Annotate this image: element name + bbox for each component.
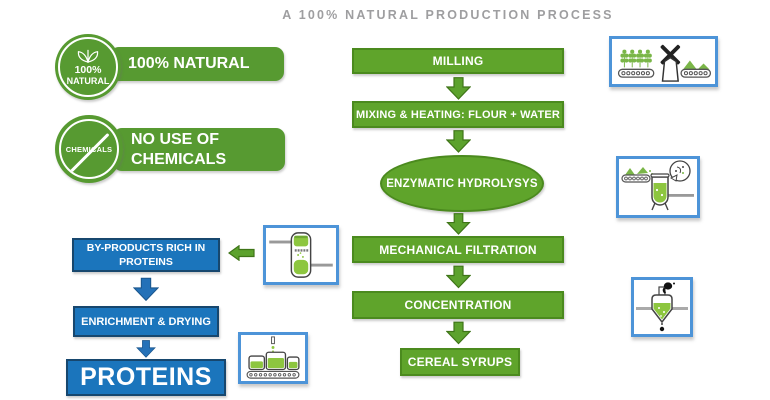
enrichment-label: ENRICHMENT & DRYING (81, 315, 211, 328)
byproducts-label: BY-PRODUCTS RICH IN PROTEINS (86, 241, 206, 268)
evaporator-vessel-icon (631, 277, 693, 337)
proteins-label: PROTEINS (80, 363, 212, 391)
flow-step-label: MIXING & HEATING: FLOUR + WATER (355, 108, 561, 121)
enrichment-drying-box: ENRICHMENT & DRYING (73, 306, 219, 337)
flow-step-enzymatic-hydrolysys: ENZYMATIC HYDROLYSYS (380, 155, 544, 212)
blue-down-arrow-icon (136, 340, 156, 358)
down-arrow-icon (446, 77, 471, 100)
prohibition-slash (68, 132, 110, 175)
blue-down-arrow-icon (133, 277, 159, 302)
down-arrow-icon (446, 213, 471, 235)
no-chemicals-badge-circle: CHEMICALS (55, 115, 123, 183)
flow-step-label: CEREAL SYRUPS (407, 355, 513, 369)
chemicals-circle-text: CHEMICALS (65, 144, 113, 154)
natural-badge-bar: 100% NATURAL (110, 47, 284, 81)
flow-step-label: ENZYMATIC HYDROLYSYS (386, 177, 538, 190)
natural-badge-label: 100% NATURAL (128, 55, 250, 72)
flow-step-mixing-heating: MIXING & HEATING: FLOUR + WATER (352, 101, 564, 128)
hydrolysis-tank-icon (616, 156, 700, 218)
no-chemicals-badge-label: NO USE OF CHEMICALS (131, 130, 227, 168)
natural-badge-circle: 100% NATURAL (55, 34, 121, 100)
natural-circle-line1: 100% (74, 63, 102, 76)
flow-step-milling: MILLING (352, 48, 564, 74)
natural-circle-line2: NATURAL (66, 75, 110, 86)
no-chemicals-badge-bar: NO USE OF CHEMICALS (113, 128, 285, 171)
natural-badge-ring: 100% NATURAL (58, 37, 118, 97)
down-arrow-icon (446, 265, 471, 289)
flow-step-label: MECHANICAL FILTRATION (379, 242, 537, 257)
page-title: A 100% NATURAL PRODUCTION PROCESS (282, 8, 614, 22)
down-arrow-icon (446, 130, 471, 153)
no-chemicals-icon: CHEMICALS (59, 119, 119, 179)
filtration-tank-icon (263, 225, 339, 285)
filling-line-icon (238, 332, 308, 384)
left-arrow-icon (228, 245, 255, 261)
byproducts-box: BY-PRODUCTS RICH IN PROTEINS (72, 238, 220, 272)
leaves-icon (75, 48, 101, 64)
flow-step-mechanical-filtration: MECHANICAL FILTRATION (352, 236, 564, 263)
flow-step-concentration: CONCENTRATION (352, 291, 564, 319)
flow-step-cereal-syrups: CEREAL SYRUPS (400, 348, 520, 376)
down-arrow-icon (446, 321, 471, 345)
milling-windmill-icon (609, 36, 718, 87)
flow-step-label: CONCENTRATION (404, 298, 512, 312)
flow-step-label: MILLING (432, 54, 484, 68)
proteins-box: PROTEINS (66, 359, 226, 396)
